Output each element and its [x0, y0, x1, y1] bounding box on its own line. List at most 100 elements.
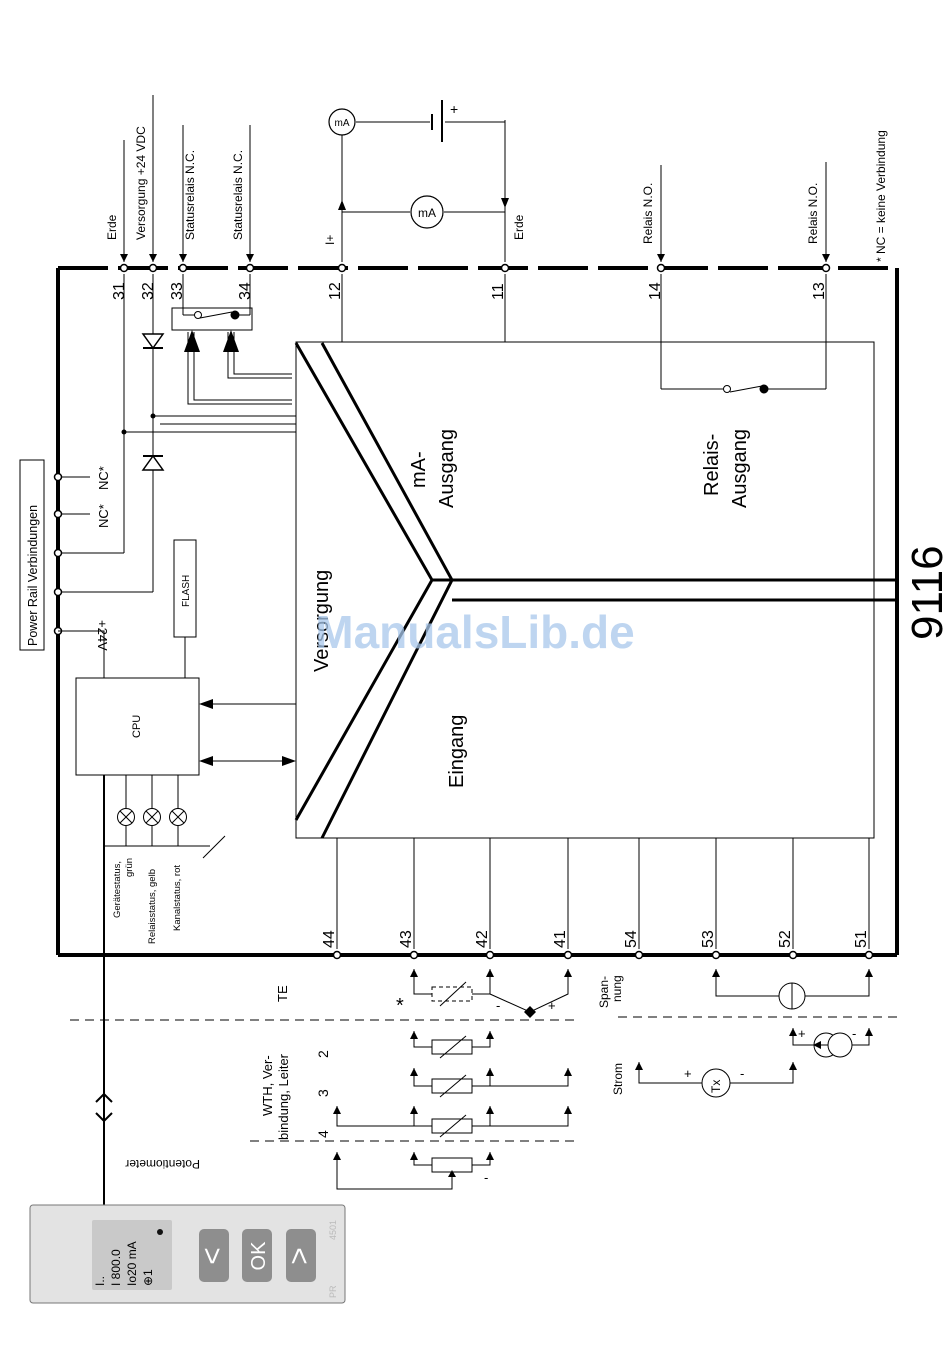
led-label: Relaisstatus, gelb	[147, 869, 158, 944]
ma-output-loop	[341, 120, 506, 342]
relay-output-label: Ausgang	[729, 429, 751, 508]
terminal-54-number: 54	[623, 930, 640, 948]
arrow-right-icon	[282, 756, 296, 766]
power-rail-title: Power Rail Verbindungen	[26, 505, 40, 646]
terminal-33: Statusrelais N.C. 33	[169, 125, 197, 300]
te-label: TE	[275, 985, 290, 1002]
transmitter-icon	[638, 1062, 794, 1098]
terminal-11: Erde 11	[490, 214, 526, 300]
diode-icon	[141, 333, 165, 350]
terminal-53-number: 53	[700, 930, 717, 948]
terminal-31-label: Erde	[105, 214, 119, 240]
terminal-34-label: Statusrelais N.C.	[231, 150, 245, 240]
cpu-io-arrows	[207, 703, 296, 762]
meter-label: mA	[335, 118, 350, 129]
status-relay-box	[171, 307, 253, 331]
terminal-34-number: 34	[237, 282, 254, 300]
relay-output-label: Relais-	[701, 434, 723, 496]
supply-block-label: Versorgung	[311, 570, 333, 672]
display-line: I..	[93, 1276, 107, 1286]
led-icon	[117, 808, 135, 826]
footnote-star: *	[396, 995, 404, 1017]
thermocouple-plus: +	[548, 998, 556, 1013]
terminal-11-label: Erde	[512, 214, 526, 240]
terminal-52-number: 52	[777, 930, 794, 948]
transmitter-plus: +	[684, 1066, 692, 1081]
terminal-43	[409, 950, 419, 960]
source-minus: -	[852, 1026, 856, 1041]
ma-output-label: mA-	[408, 451, 430, 488]
terminal-31: Erde 31	[105, 140, 129, 300]
terminal-52	[788, 950, 798, 960]
wire-count-label: 2	[315, 1050, 331, 1058]
terminal-33-number: 33	[169, 282, 186, 300]
terminal-13-label: Relais N.O.	[806, 183, 820, 244]
arrow-up-icon	[338, 200, 346, 210]
junction-dot	[150, 413, 156, 419]
display-module: I.. I 800.0 Io20 mA ⊕1 < OK > 4501 PR	[29, 1204, 346, 1304]
model-number: 9116	[903, 545, 950, 640]
ok-button-label: OK	[248, 1241, 270, 1271]
cpu-rail-line	[58, 630, 105, 678]
input-block-label: Eingang	[446, 715, 468, 788]
transmitter-minus: -	[740, 1066, 744, 1081]
terminal-13: Relais N.O. 13	[806, 162, 831, 300]
block-divider	[294, 342, 897, 839]
watermark: ManualsLib.de	[315, 606, 634, 658]
terminal-51-number: 51	[853, 930, 870, 948]
terminal-31-number: 31	[111, 282, 128, 300]
meter-icon: mA	[328, 108, 356, 136]
terminal-12-label: I+	[323, 235, 337, 245]
ok-button[interactable]	[242, 1229, 272, 1282]
section-dividers	[70, 1016, 900, 1142]
rtd-2-wire-icon	[413, 1031, 491, 1059]
terminal-32-label: Versorgung +24 VDC	[134, 126, 148, 240]
wire-count-label: 3	[315, 1089, 331, 1097]
display-line: I 800.0	[109, 1249, 123, 1286]
nc-label: NC*	[96, 504, 111, 528]
module-frame	[56, 266, 899, 957]
next-button[interactable]	[286, 1229, 316, 1282]
footnote: * NC = keine Verbindung	[874, 130, 888, 262]
led-lines	[104, 775, 226, 859]
battery-icon: +	[431, 100, 458, 142]
terminal-42-number: 42	[474, 930, 491, 948]
terminal-33-label: Statusrelais N.C.	[183, 150, 197, 240]
arrow-up-icon	[184, 330, 200, 352]
terminal-34: Statusrelais N.C. 34	[231, 125, 255, 300]
display-brand: PR	[328, 1285, 338, 1298]
led-icon	[143, 808, 161, 826]
arrow-left-icon	[199, 699, 213, 709]
v24-label: +24V	[95, 620, 110, 651]
terminal-32-number: 32	[140, 282, 157, 300]
prev-button[interactable]	[199, 1229, 229, 1282]
led-label: Gerätestatus,	[112, 861, 123, 918]
cpu-block: CPU	[75, 677, 200, 776]
display-line: Io20 mA	[125, 1241, 139, 1286]
input-arrowheads	[333, 969, 873, 1160]
terminal-14-label: Relais N.O.	[641, 183, 655, 244]
prev-button-label: <	[196, 1247, 229, 1265]
ma-output-label: Ausgang	[436, 429, 458, 508]
terminal-41	[563, 950, 573, 960]
junction-dot	[121, 429, 127, 435]
terminal-43-number: 43	[398, 930, 415, 948]
diode-icon	[141, 454, 165, 471]
arrow-down-icon	[501, 198, 509, 208]
arrow-left-icon	[813, 1041, 821, 1049]
rtd-label: bindung, Leiter	[276, 1053, 291, 1140]
terminal-41-number: 41	[552, 930, 569, 948]
function-block-box	[295, 341, 875, 839]
led-label: grün	[124, 858, 135, 877]
arrow-left-icon	[199, 756, 213, 766]
terminal-13-number: 13	[811, 282, 828, 300]
meter-icon: mA	[410, 195, 444, 229]
potentiometer-label: Potentiometer	[125, 1157, 200, 1171]
nc-label: NC*	[96, 466, 111, 490]
led-label: Kanalstatus, rot	[172, 865, 183, 931]
terminal-14: Relais N.O. 14	[641, 165, 666, 300]
display-line: ⊕1	[141, 1269, 155, 1286]
current-source-icon	[715, 969, 870, 1010]
display-screen	[92, 1220, 172, 1290]
